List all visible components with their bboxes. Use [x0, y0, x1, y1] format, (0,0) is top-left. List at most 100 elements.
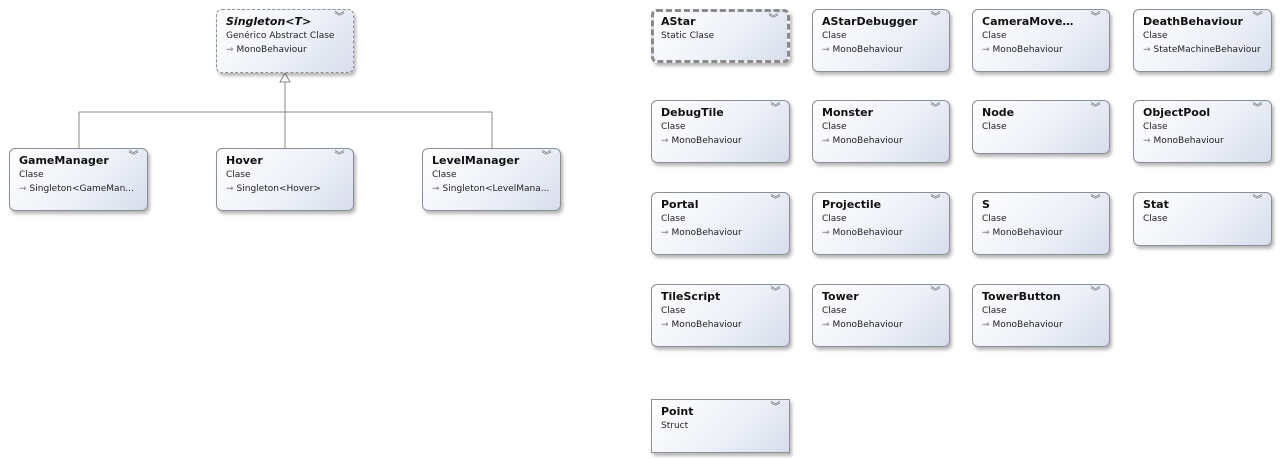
inheritance-arrow-icon: ⇾ — [661, 136, 669, 146]
class-astardebugger[interactable]: AStarDebugger ︾ Clase ⇾MonoBehaviour — [812, 9, 950, 72]
chevron-double-down-icon[interactable]: ︾ — [768, 14, 779, 25]
class-cameramovement[interactable]: CameraMoveme... ︾ Clase ⇾MonoBehaviour — [972, 9, 1110, 72]
class-name: Singleton<T> — [226, 15, 312, 28]
chevron-double-down-icon[interactable]: ︾ — [1090, 12, 1101, 23]
chevron-double-down-icon[interactable]: ︾ — [770, 287, 781, 298]
class-kind: Clase — [661, 122, 686, 132]
class-name: S — [982, 198, 990, 211]
chevron-double-down-icon[interactable]: ︾ — [1252, 103, 1263, 114]
chevron-double-down-icon[interactable]: ︾ — [930, 195, 941, 206]
inheritance-arrow-icon: ⇾ — [1143, 136, 1151, 146]
base-type: ⇾Singleton<LevelMana... — [432, 184, 550, 194]
chevron-double-down-icon[interactable]: ︾ — [128, 151, 139, 162]
class-towerbutton[interactable]: TowerButton ︾ Clase ⇾MonoBehaviour — [972, 284, 1110, 347]
class-kind: Clase — [432, 170, 457, 180]
class-tower[interactable]: Tower ︾ Clase ⇾MonoBehaviour — [812, 284, 950, 347]
chevron-double-down-icon[interactable]: ︾ — [1252, 12, 1263, 23]
base-type: ⇾MonoBehaviour — [982, 228, 1063, 238]
class-kind: Clase — [982, 306, 1007, 316]
inheritance-arrow-icon: ⇾ — [1143, 45, 1151, 55]
chevron-double-down-icon[interactable]: ︾ — [1252, 195, 1263, 206]
class-name: Point — [661, 405, 694, 418]
class-levelmanager[interactable]: LevelManager ︾ Clase ⇾Singleton<LevelMan… — [422, 148, 561, 211]
class-name: ObjectPool — [1143, 106, 1211, 119]
base-type: ⇾Singleton<GameMan... — [19, 184, 134, 194]
base-type: ⇾StateMachineBehaviour — [1143, 45, 1261, 55]
class-name: GameManager — [19, 154, 109, 167]
inheritance-arrow-icon: ⇾ — [19, 184, 27, 194]
class-name: Stat — [1143, 198, 1169, 211]
class-kind: Clase — [1143, 214, 1168, 224]
class-name: Node — [982, 106, 1015, 119]
class-portal[interactable]: Portal ︾ Clase ⇾MonoBehaviour — [651, 192, 790, 255]
inheritance-arrow-icon: ⇾ — [982, 45, 990, 55]
base-type: ⇾MonoBehaviour — [661, 320, 742, 330]
class-name: Portal — [661, 198, 699, 211]
chevron-double-down-icon[interactable]: ︾ — [770, 402, 781, 413]
class-name: Hover — [226, 154, 263, 167]
class-name: DebugTile — [661, 106, 724, 119]
class-objectpool[interactable]: ObjectPool ︾ Clase ⇾MonoBehaviour — [1133, 100, 1272, 163]
class-s[interactable]: S ︾ Clase ⇾MonoBehaviour — [972, 192, 1110, 255]
class-name: AStar — [661, 15, 696, 28]
base-type: ⇾MonoBehaviour — [661, 228, 742, 238]
class-astar[interactable]: AStar ︾ Static Clase — [651, 9, 790, 63]
class-debugtile[interactable]: DebugTile ︾ Clase ⇾MonoBehaviour — [651, 100, 790, 163]
class-hover[interactable]: Hover ︾ Clase ⇾Singleton<Hover> — [216, 148, 354, 211]
chevron-double-down-icon[interactable]: ︾ — [770, 103, 781, 114]
class-kind: Clase — [822, 31, 847, 41]
chevron-double-down-icon[interactable]: ︾ — [770, 195, 781, 206]
class-kind: Clase — [1143, 31, 1168, 41]
class-name: CameraMoveme... — [982, 15, 1094, 28]
class-node[interactable]: Node ︾ Clase — [972, 100, 1110, 154]
class-kind: Clase — [822, 214, 847, 224]
base-type: ⇾MonoBehaviour — [226, 45, 307, 55]
base-type: ⇾MonoBehaviour — [822, 45, 903, 55]
class-name: TileScript — [661, 290, 721, 303]
class-monster[interactable]: Monster ︾ Clase ⇾MonoBehaviour — [812, 100, 950, 163]
class-kind: Clase — [982, 122, 1007, 132]
chevron-double-down-icon[interactable]: ︾ — [930, 287, 941, 298]
class-kind: Clase — [661, 306, 686, 316]
inheritance-arrow-icon: ⇾ — [226, 45, 234, 55]
chevron-double-down-icon[interactable]: ︾ — [334, 151, 345, 162]
chevron-double-down-icon[interactable]: ︾ — [930, 12, 941, 23]
chevron-double-down-icon[interactable]: ︾ — [1090, 287, 1101, 298]
class-kind: Genérico Abstract Clase — [226, 31, 335, 41]
class-name: Monster — [822, 106, 874, 119]
class-name: TowerButton — [982, 290, 1061, 303]
inheritance-arrow-icon: ⇾ — [661, 320, 669, 330]
chevron-double-down-icon[interactable]: ︾ — [541, 151, 552, 162]
class-kind: Static Clase — [661, 31, 715, 41]
base-type: ⇾MonoBehaviour — [1143, 136, 1224, 146]
chevron-double-down-icon[interactable]: ︾ — [1090, 103, 1101, 114]
chevron-double-down-icon[interactable]: ︾ — [1090, 195, 1101, 206]
inheritance-arrow-icon: ⇾ — [822, 136, 830, 146]
class-projectile[interactable]: Projectile ︾ Clase ⇾MonoBehaviour — [812, 192, 950, 255]
class-name: Projectile — [822, 198, 882, 211]
base-type: ⇾MonoBehaviour — [822, 136, 903, 146]
class-kind: Clase — [982, 31, 1007, 41]
inheritance-arrow-icon: ⇾ — [432, 184, 440, 194]
struct-point[interactable]: Point ︾ Struct — [651, 399, 790, 453]
class-kind: Clase — [822, 306, 847, 316]
chevron-double-down-icon[interactable]: ︾ — [930, 103, 941, 114]
class-kind: Clase — [661, 214, 686, 224]
class-tilescript[interactable]: TileScript ︾ Clase ⇾MonoBehaviour — [651, 284, 790, 347]
class-name: AStarDebugger — [822, 15, 918, 28]
class-gamemanager[interactable]: GameManager ︾ Clase ⇾Singleton<GameMan..… — [9, 148, 148, 211]
class-kind: Clase — [822, 122, 847, 132]
class-kind: Clase — [982, 214, 1007, 224]
inheritance-arrowhead — [279, 71, 291, 83]
chevron-double-down-icon[interactable]: ︾ — [334, 12, 345, 23]
class-kind: Clase — [1143, 122, 1168, 132]
class-stat[interactable]: Stat ︾ Clase — [1133, 192, 1272, 246]
class-singleton[interactable]: Singleton<T> ︾ Genérico Abstract Clase ⇾… — [216, 9, 354, 73]
inheritance-arrow-icon: ⇾ — [822, 228, 830, 238]
class-deathbehaviour[interactable]: DeathBehaviour ︾ Clase ⇾StateMachineBeha… — [1133, 9, 1272, 72]
base-type: ⇾MonoBehaviour — [822, 228, 903, 238]
class-name: Tower — [822, 290, 859, 303]
class-name: LevelManager — [432, 154, 520, 167]
inheritance-arrow-icon: ⇾ — [226, 184, 234, 194]
